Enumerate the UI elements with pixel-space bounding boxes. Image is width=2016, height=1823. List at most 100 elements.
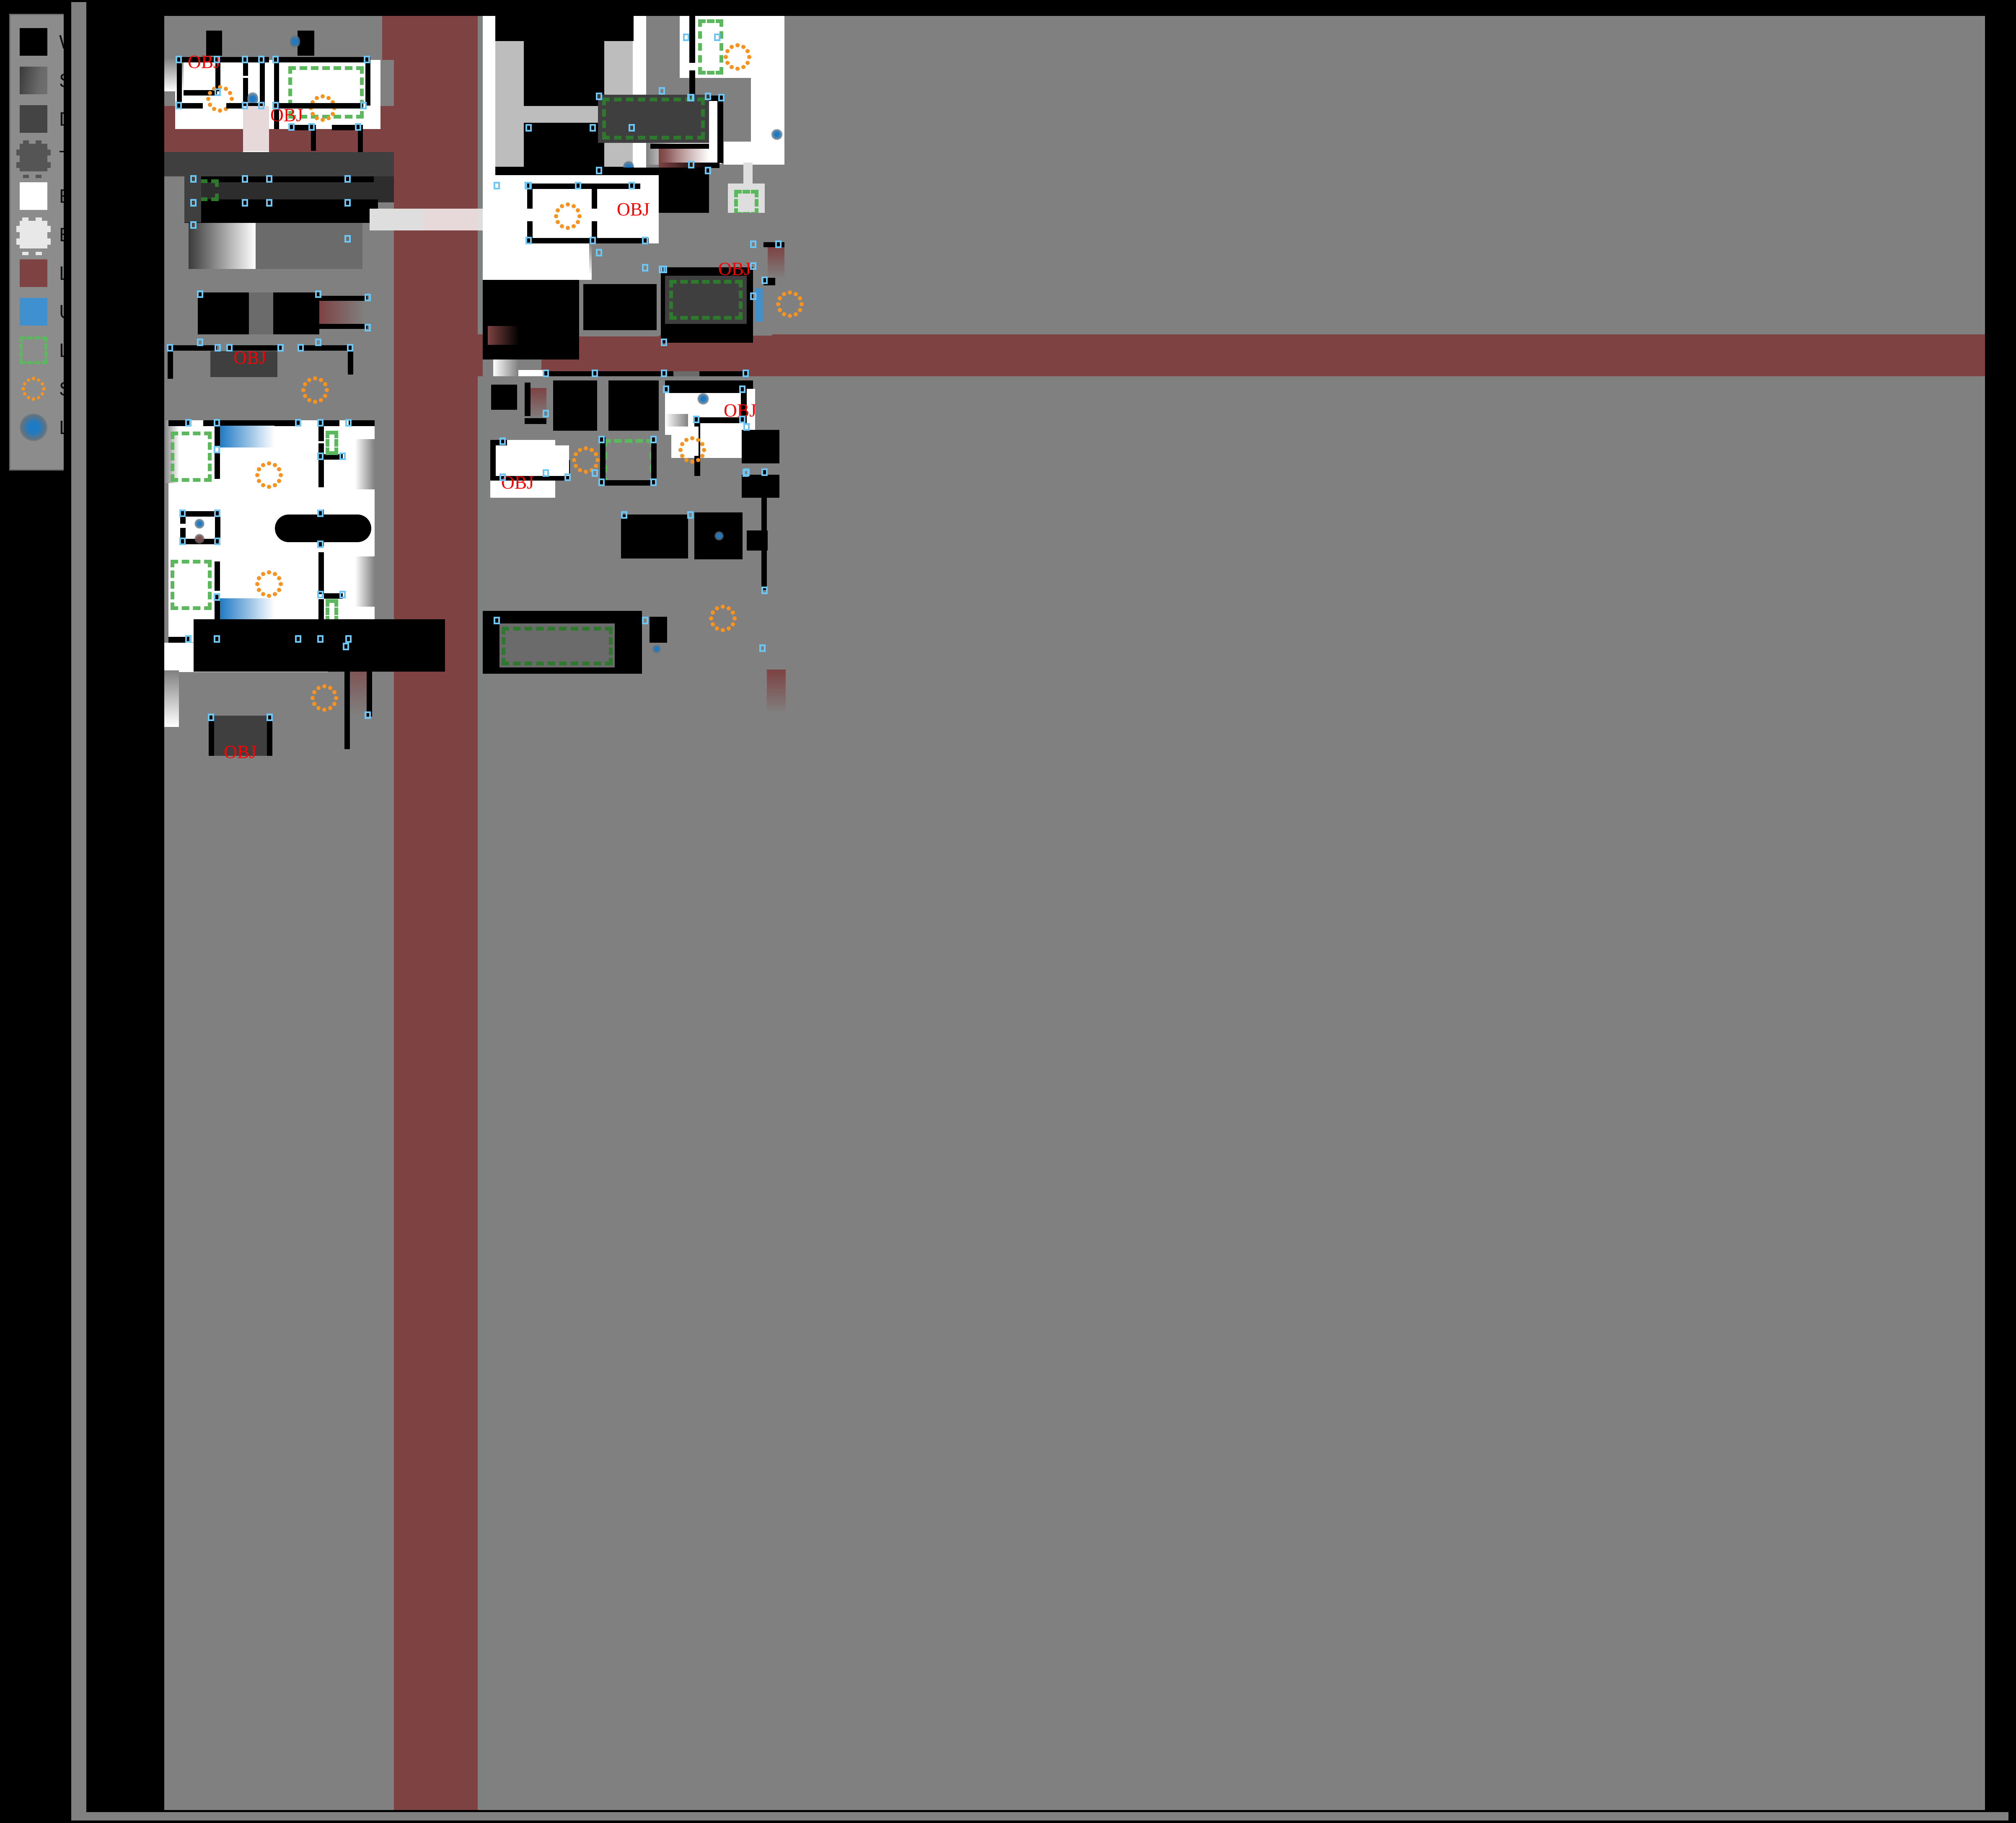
connector-node[interactable] <box>317 635 323 643</box>
connector-node[interactable] <box>743 468 750 476</box>
connector-node[interactable] <box>242 175 248 183</box>
connector-node[interactable] <box>621 511 627 519</box>
connector-node[interactable] <box>272 102 279 109</box>
connector-node[interactable] <box>761 277 768 284</box>
connector-node[interactable] <box>190 175 197 183</box>
connector-node[interactable] <box>743 370 749 377</box>
connector-node[interactable] <box>592 370 598 377</box>
ladder-small-room[interactable] <box>194 519 204 529</box>
connector-node[interactable] <box>592 469 598 477</box>
connector-node[interactable] <box>688 161 694 168</box>
connector-node[interactable] <box>176 102 182 109</box>
connector-node[interactable] <box>215 344 221 352</box>
connector-node[interactable] <box>629 124 635 132</box>
connector-node[interactable] <box>277 344 284 352</box>
connector-node[interactable] <box>179 509 186 517</box>
connector-node[interactable] <box>214 56 220 63</box>
connector-node[interactable] <box>642 617 648 624</box>
connector-node[interactable] <box>663 385 669 393</box>
connector-node[interactable] <box>761 587 768 594</box>
connector-node[interactable] <box>214 446 220 453</box>
connector-node[interactable] <box>705 167 711 174</box>
connector-node[interactable] <box>739 416 745 423</box>
connector-node[interactable] <box>596 249 602 256</box>
connector-node[interactable] <box>714 34 720 41</box>
connector-node[interactable] <box>214 509 220 517</box>
connector-node[interactable] <box>295 635 301 643</box>
connector-node[interactable] <box>347 344 353 352</box>
connector-node[interactable] <box>494 182 500 189</box>
connector-node[interactable] <box>339 453 346 460</box>
connector-node[interactable] <box>197 339 203 346</box>
connector-node[interactable] <box>494 617 500 624</box>
connector-node[interactable] <box>258 56 264 63</box>
connector-node[interactable] <box>564 473 571 481</box>
connector-node[interactable] <box>339 591 346 598</box>
ladder-top-left[interactable] <box>290 34 300 49</box>
connector-node[interactable] <box>365 711 371 719</box>
connector-node[interactable] <box>687 94 694 101</box>
connector-node[interactable] <box>345 635 352 643</box>
connector-node[interactable] <box>642 237 648 244</box>
connector-node[interactable] <box>750 240 756 248</box>
connector-node[interactable] <box>364 56 370 63</box>
connector-node[interactable] <box>775 240 782 248</box>
connector-node[interactable] <box>215 88 221 96</box>
connector-node[interactable] <box>308 123 315 131</box>
connector-node[interactable] <box>185 419 192 427</box>
connector-node[interactable] <box>590 237 596 244</box>
connector-node[interactable] <box>629 182 635 189</box>
connector-node[interactable] <box>499 473 506 481</box>
connector-node[interactable] <box>214 635 220 643</box>
connector-node[interactable] <box>360 102 367 109</box>
connector-node[interactable] <box>242 102 248 109</box>
connector-node[interactable] <box>543 370 549 377</box>
connector-node[interactable] <box>750 262 756 270</box>
connector-node[interactable] <box>190 221 197 229</box>
connector-node[interactable] <box>242 56 248 63</box>
connector-node[interactable] <box>185 635 192 643</box>
connector-node[interactable] <box>661 266 667 273</box>
connector-node[interactable] <box>242 199 248 207</box>
connector-node[interactable] <box>650 478 657 486</box>
connector-node[interactable] <box>661 370 667 377</box>
connector-node[interactable] <box>525 182 532 189</box>
connector-node[interactable] <box>214 593 220 601</box>
connector-node[interactable] <box>344 175 351 183</box>
connector-node[interactable] <box>499 437 506 445</box>
connector-node[interactable] <box>345 419 352 427</box>
connector-node[interactable] <box>750 292 756 300</box>
connector-node[interactable] <box>272 56 279 63</box>
connector-node[interactable] <box>343 643 349 650</box>
connector-node[interactable] <box>739 385 745 393</box>
connector-node[interactable] <box>317 540 323 548</box>
connector-node[interactable] <box>525 124 532 132</box>
connector-node[interactable] <box>317 453 323 460</box>
tactical-map-canvas[interactable]: OBJ OBJ <box>164 16 1985 1810</box>
connector-node[interactable] <box>596 93 602 100</box>
connector-node[interactable] <box>365 324 371 331</box>
connector-node[interactable] <box>355 123 361 131</box>
connector-node[interactable] <box>344 199 351 207</box>
connector-node[interactable] <box>295 419 301 427</box>
ladder-br-bottom[interactable] <box>714 531 724 540</box>
connector-node[interactable] <box>214 419 220 427</box>
connector-node[interactable] <box>543 410 549 417</box>
connector-node[interactable] <box>214 538 220 545</box>
connector-node[interactable] <box>743 423 750 431</box>
connector-node[interactable] <box>298 344 304 352</box>
connector-node[interactable] <box>266 199 272 207</box>
connector-node[interactable] <box>267 714 273 721</box>
connector-node[interactable] <box>344 235 351 243</box>
connector-node[interactable] <box>176 56 182 63</box>
connector-node[interactable] <box>543 469 549 477</box>
connector-node[interactable] <box>208 714 214 721</box>
connector-node[interactable] <box>179 538 186 545</box>
connector-node[interactable] <box>596 167 602 174</box>
connector-node[interactable] <box>661 339 667 346</box>
connector-node[interactable] <box>258 102 264 109</box>
connector-node[interactable] <box>315 339 321 346</box>
ladder-br-elev[interactable] <box>697 393 709 405</box>
connector-node[interactable] <box>598 478 605 486</box>
connector-node[interactable] <box>317 419 323 427</box>
